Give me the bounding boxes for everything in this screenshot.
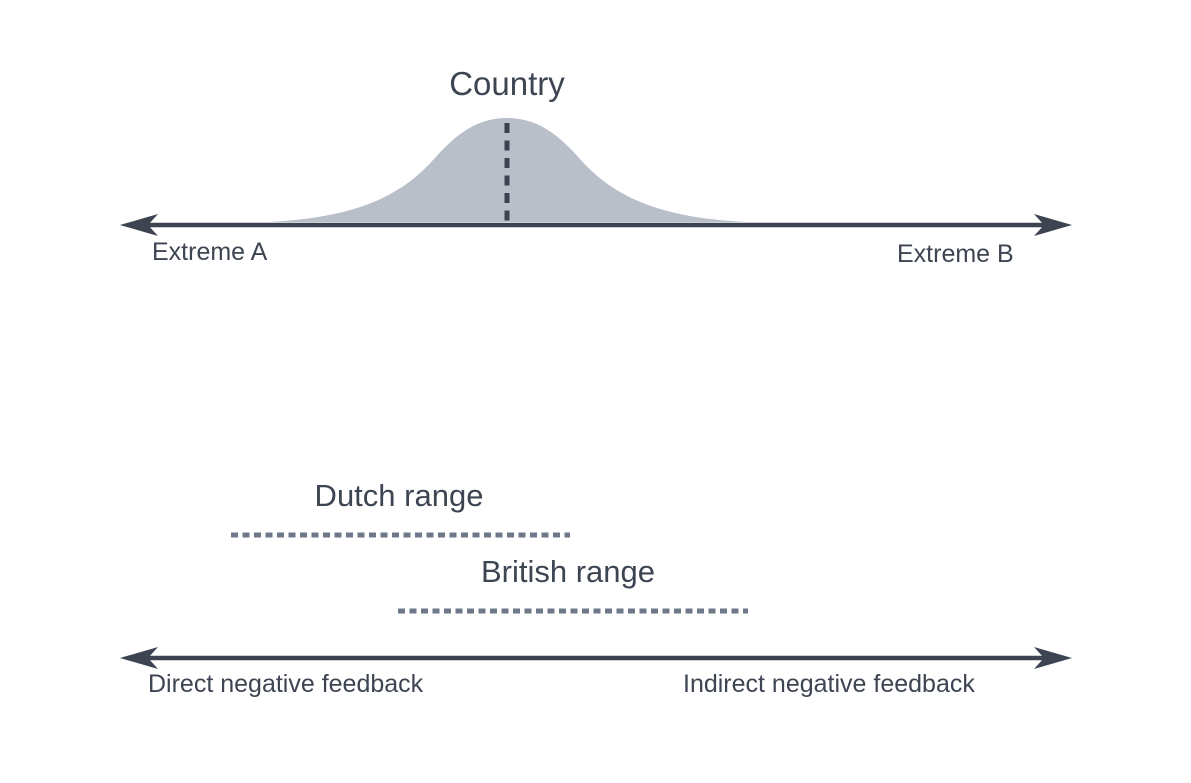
top-axis-right-arrowhead bbox=[1034, 214, 1072, 236]
top-axis-left-label: Extreme A bbox=[152, 238, 268, 266]
top-axis-right-label: Extreme B bbox=[897, 240, 1014, 268]
bottom-axis-left-arrowhead bbox=[120, 647, 158, 669]
top-axis-left-arrowhead bbox=[120, 214, 158, 236]
bottom-axis-right-arrowhead bbox=[1034, 647, 1072, 669]
bottom-axis-right-label: Indirect negative feedback bbox=[683, 670, 975, 698]
dutch-range-label: Dutch range bbox=[314, 478, 484, 513]
country-title: Country bbox=[449, 65, 565, 102]
top-axis-arrow bbox=[120, 214, 1072, 236]
bell-curve bbox=[268, 118, 746, 222]
british-range-label: British range bbox=[480, 554, 656, 589]
bottom-axis-arrow bbox=[120, 647, 1072, 669]
bottom-axis-left-label: Direct negative feedback bbox=[148, 670, 424, 698]
